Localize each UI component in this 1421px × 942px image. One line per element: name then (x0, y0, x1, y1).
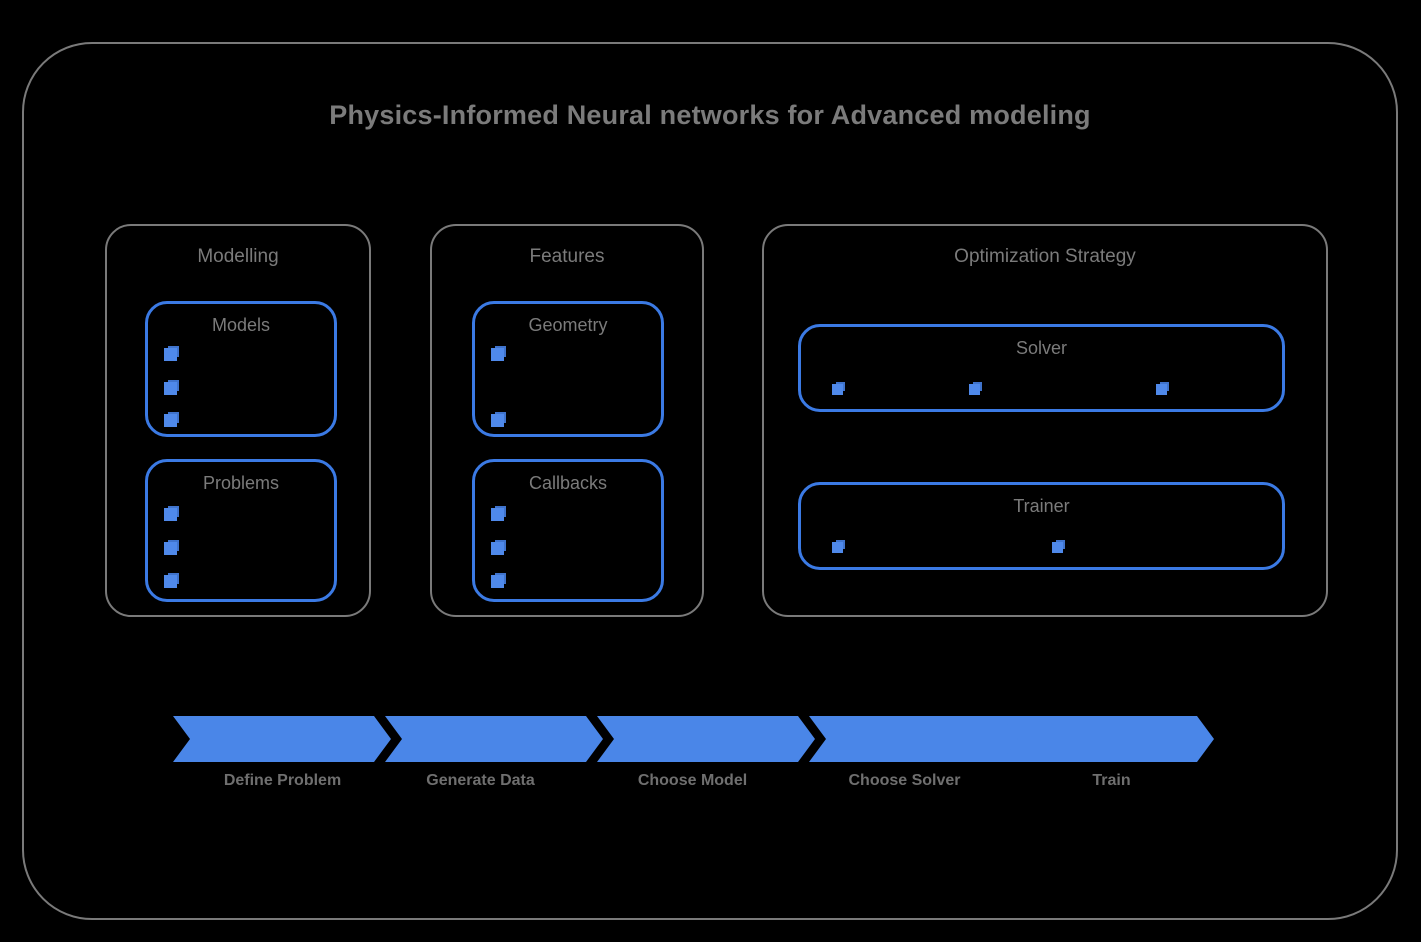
group-title-modelling: Modelling (197, 246, 279, 267)
process-step-label-5: Train (1092, 772, 1131, 789)
sub-box-title-models: Models (211, 315, 271, 335)
cube-icon (832, 542, 843, 553)
process-step-arrow-1[interactable] (173, 716, 391, 762)
process-step-label-3: Choose Model (637, 772, 748, 789)
process-step-label-2: Generate Data (426, 772, 535, 789)
cube-icon (1052, 542, 1063, 553)
cube-icon (491, 348, 504, 361)
process-step-arrow-4[interactable] (809, 716, 1027, 762)
page-title: Physics-Informed Neural networks for Adv… (329, 100, 1091, 130)
cube-icon (832, 384, 843, 395)
cube-icon (491, 542, 504, 555)
sub-box-callbacks[interactable]: Callbacks (472, 459, 664, 602)
sub-box-problems[interactable]: Problems (145, 459, 337, 602)
sub-box-title-solver: Solver (1015, 338, 1068, 358)
cube-icon (491, 575, 504, 588)
sub-box-title-problems: Problems (202, 473, 280, 493)
sub-box-title-callbacks: Callbacks (528, 473, 608, 493)
process-flow (0, 716, 1421, 762)
outer-frame (22, 42, 1398, 920)
cube-icon (164, 508, 177, 521)
sub-box-models[interactable]: Models (145, 301, 337, 437)
cube-icon (164, 414, 177, 427)
cube-icon (164, 542, 177, 555)
sub-box-geometry[interactable]: Geometry (472, 301, 664, 437)
sub-box-title-trainer: Trainer (1013, 496, 1070, 516)
cube-icon (164, 382, 177, 395)
cube-icon (491, 414, 504, 427)
process-step-arrow-2[interactable] (385, 716, 603, 762)
group-title-features: Features (529, 246, 605, 267)
cube-icon (969, 384, 980, 395)
group-title-optimization: Optimization Strategy (954, 246, 1136, 267)
cube-icon (1156, 384, 1167, 395)
group-panel-features: Features (430, 224, 704, 617)
process-step-label-1: Define Problem (223, 772, 342, 789)
cube-icon (164, 348, 177, 361)
process-step-arrow-3[interactable] (597, 716, 815, 762)
sub-box-title-geometry: Geometry (528, 315, 608, 335)
group-panel-optimization: Optimization Strategy (762, 224, 1328, 617)
group-panel-modelling: Modelling (105, 224, 371, 617)
cube-icon (491, 508, 504, 521)
cube-icon (164, 575, 177, 588)
process-step-arrow-5[interactable] (1001, 716, 1214, 762)
process-step-label-4: Choose Solver (848, 772, 961, 789)
sub-box-trainer[interactable]: Trainer (798, 482, 1285, 570)
sub-box-solver[interactable]: Solver (798, 324, 1285, 412)
